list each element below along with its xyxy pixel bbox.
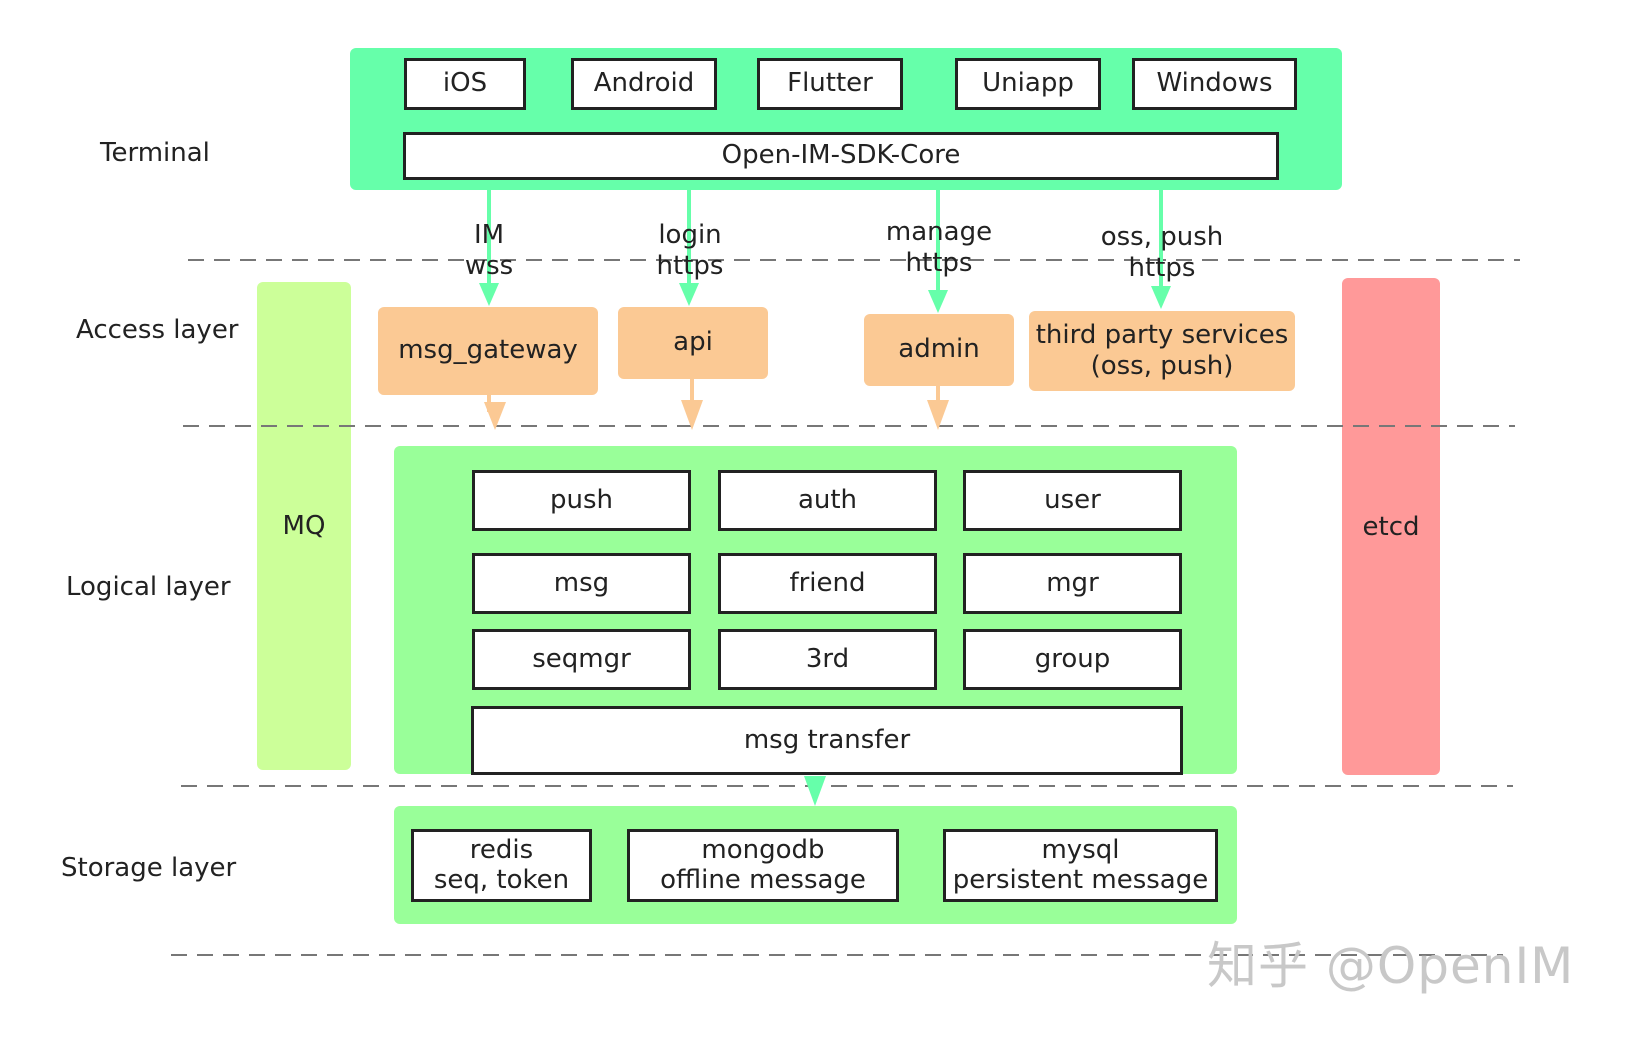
arrowhead-admin-logical: [927, 400, 949, 430]
sdk-core-box: Open-IM-SDK-Core: [403, 132, 1279, 180]
arrowhead-msg-transfer-storage: [804, 776, 826, 806]
api-box: api: [618, 307, 768, 379]
storage-mysql: mysql persistent message: [943, 829, 1218, 902]
msg-transfer-box: msg transfer: [471, 706, 1183, 775]
service-auth: auth: [718, 470, 937, 531]
access-layer-label: Access layer: [76, 315, 239, 345]
service-mgr: mgr: [963, 553, 1182, 614]
storage-redis: redis seq, token: [411, 829, 592, 902]
platform-windows: Windows: [1132, 58, 1297, 110]
service-msg: msg: [472, 553, 691, 614]
logical-layer-label: Logical layer: [66, 572, 231, 602]
service-push: push: [472, 470, 691, 531]
storage-mongodb: mongodb offline message: [627, 829, 899, 902]
storage-layer-label: Storage layer: [61, 853, 237, 883]
watermark-text: 知乎 @OpenIM: [1207, 937, 1575, 995]
third-party-services-box: third party services (oss, push): [1029, 311, 1295, 391]
terminal-layer-label: Terminal: [100, 138, 210, 168]
platform-flutter: Flutter: [757, 58, 903, 110]
msg-gateway-box: msg_gateway: [378, 307, 598, 395]
arrowhead-login-https: [679, 283, 699, 306]
arrowhead-im-wss: [479, 283, 499, 306]
service-friend: friend: [718, 553, 937, 614]
protocol-oss-push-https: oss, push https: [1100, 222, 1224, 283]
arrowhead-api-logical: [681, 400, 703, 430]
protocol-manage-https: manage https: [885, 217, 993, 278]
platform-uniapp: Uniapp: [955, 58, 1101, 110]
etcd-column: etcd: [1342, 278, 1440, 775]
arrowhead-oss-push: [1151, 286, 1171, 309]
service-user: user: [963, 470, 1182, 531]
service-group: group: [963, 629, 1182, 690]
platform-android: Android: [571, 58, 717, 110]
arrowhead-manage-https: [928, 290, 948, 313]
service-3rd: 3rd: [718, 629, 937, 690]
arrowhead-gateway-logical: [484, 402, 506, 430]
protocol-im-wss: IM wss: [464, 220, 514, 281]
protocol-login-https: login https: [656, 220, 724, 281]
service-seqmgr: seqmgr: [472, 629, 691, 690]
admin-box: admin: [864, 314, 1014, 386]
mq-column: MQ: [257, 282, 351, 770]
platform-ios: iOS: [404, 58, 526, 110]
